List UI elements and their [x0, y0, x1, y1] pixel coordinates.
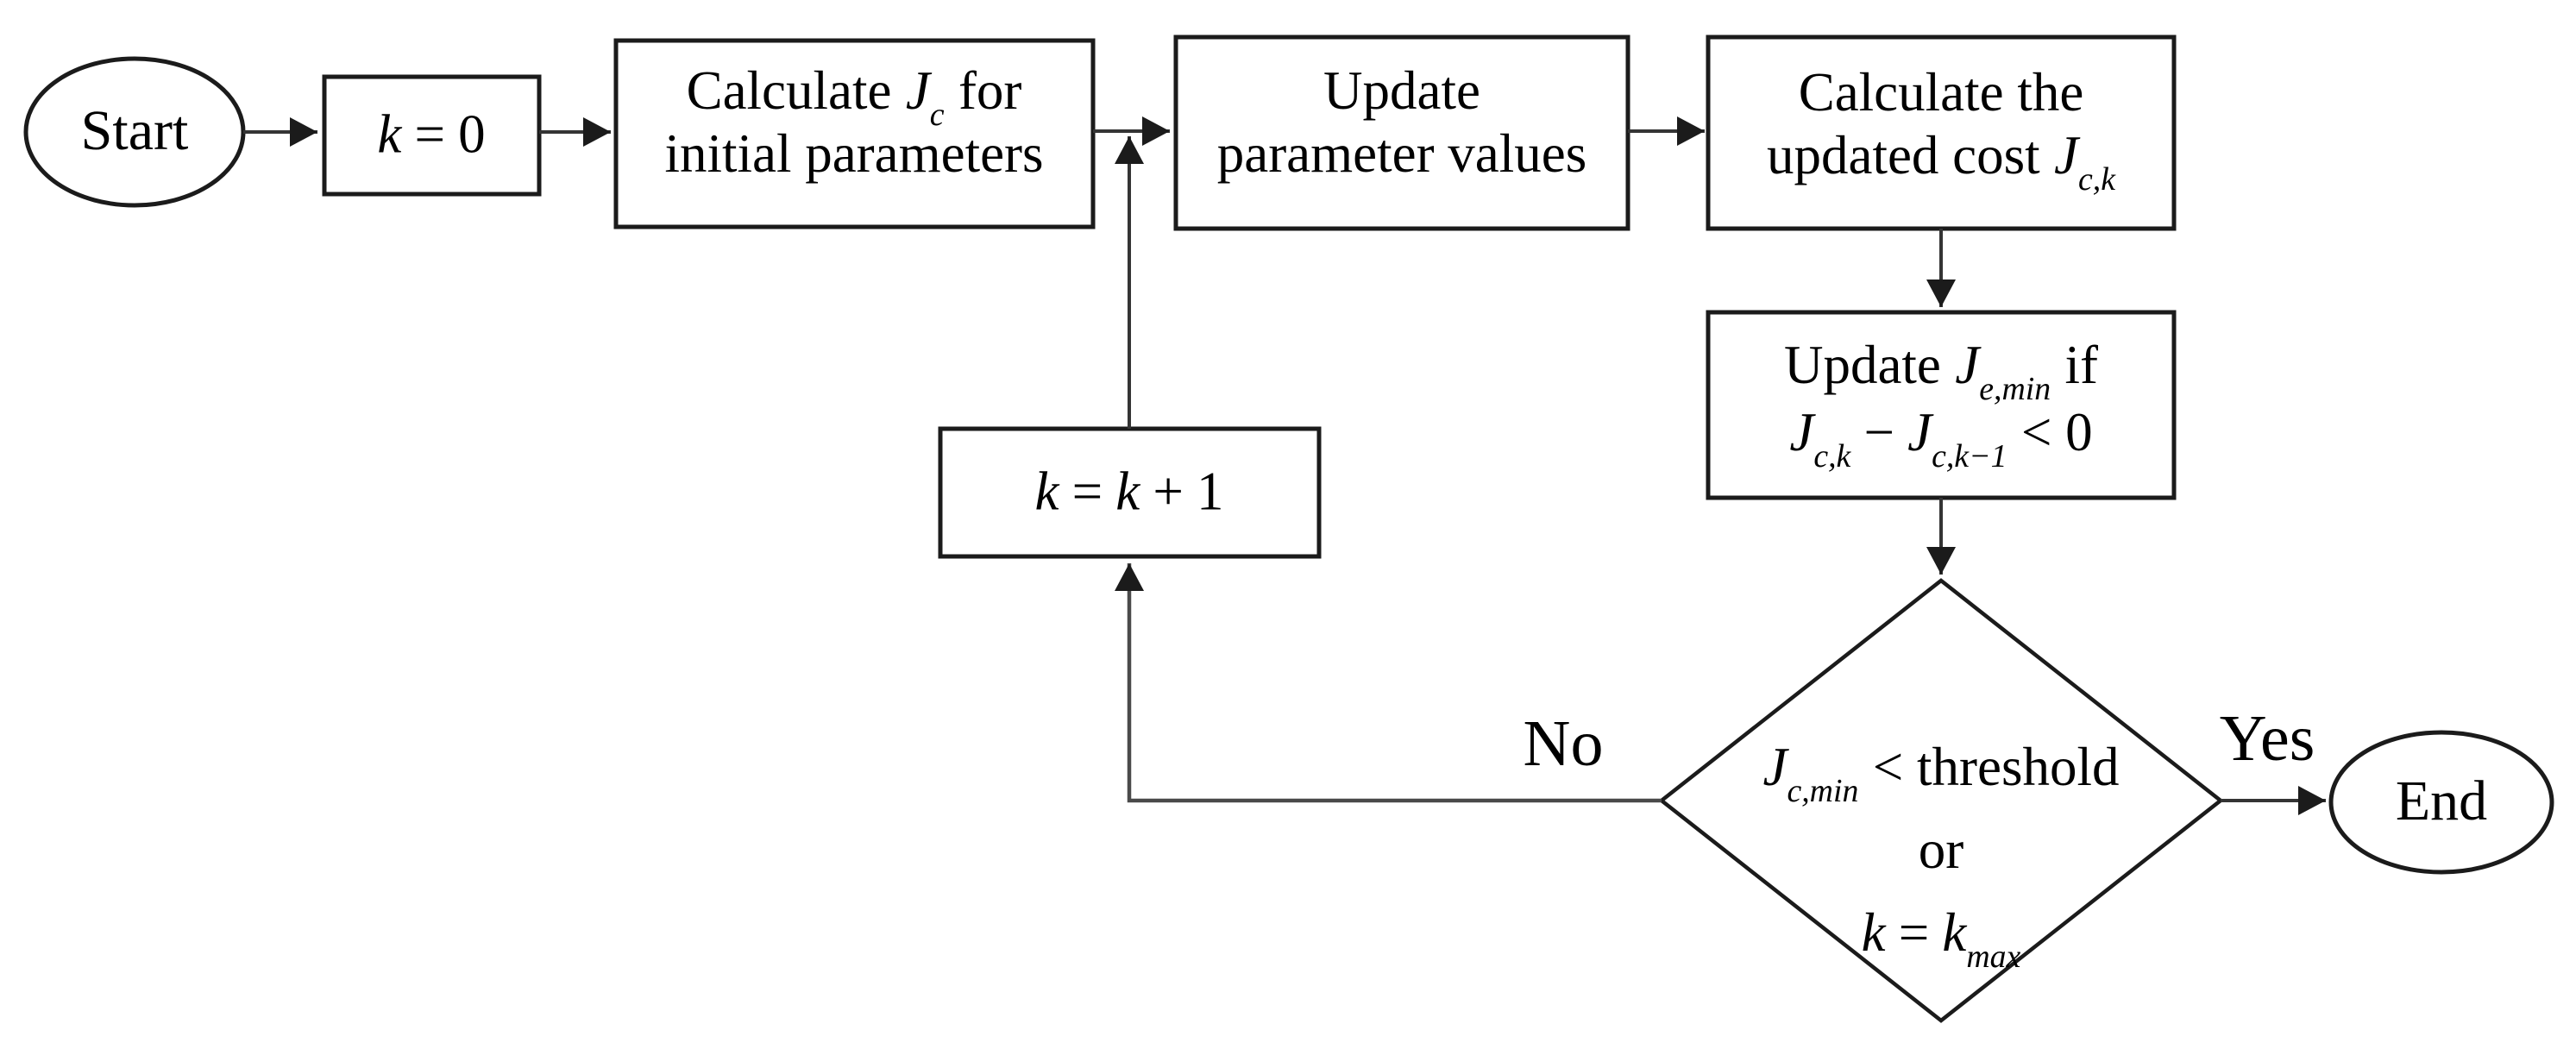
calc-cost-J-subscript: c,k	[2078, 161, 2116, 198]
calc-initial-text2: for	[958, 60, 1022, 121]
update-params-label: Update parameter values	[1217, 60, 1587, 185]
increment-one: 1	[1196, 461, 1224, 522]
increment-var2: k	[1115, 461, 1140, 522]
update-min-J-subscript: e,min	[1979, 371, 2051, 408]
decision-line1: Jc,min < threshold	[1762, 726, 2119, 808]
update-min-minus: −	[1863, 402, 1894, 462]
decision-k-var: k	[1861, 902, 1886, 963]
update-min-J: J	[1955, 335, 1980, 395]
yes-branch-label: Yes	[2219, 702, 2315, 775]
decision-equals: =	[1898, 902, 1930, 963]
decision-diamond-shape	[1658, 578, 2224, 1023]
calc-initial-line2: initial parameters	[664, 123, 1044, 184]
calc-initial-text1: Calculate	[686, 60, 892, 121]
increment-equals: =	[1071, 461, 1103, 522]
update-min-text2: if	[2064, 335, 2099, 395]
decision-label: Jc,min< threshold or k=kmax	[1762, 726, 2119, 974]
decision-J-subscript: c,min	[1787, 773, 1859, 810]
calc-cost-J: J	[2054, 125, 2078, 185]
process-box-calc-initial	[613, 38, 1096, 229]
decision-threshold-text: < threshold	[1872, 737, 2120, 797]
update-params-line1: Update	[1323, 60, 1480, 121]
process-box-init-k	[322, 74, 542, 197]
decision-line3: k=kmax	[1762, 891, 2119, 974]
process-box-update-params	[1173, 35, 1630, 231]
update-params-line2: parameter values	[1216, 123, 1587, 184]
calc-cost-line1: Calculate the	[1798, 62, 2084, 122]
update-min-J2-subscript: c,k−1	[1932, 438, 2007, 475]
process-box-increment-k	[938, 426, 1322, 559]
update-min-text1: Update	[1783, 335, 1941, 395]
start-label: Start	[80, 99, 189, 162]
end-terminator-shape	[2328, 730, 2554, 875]
calc-cost-text: updated cost	[1766, 125, 2040, 185]
update-min-J1: J	[1789, 402, 1814, 462]
increment-k-label: k=k+1	[1034, 461, 1224, 522]
decision-J: J	[1762, 737, 1787, 797]
connector-decision-no-to-increment	[1115, 563, 1662, 803]
end-label: End	[2395, 769, 2488, 832]
no-branch-label: No	[1523, 707, 1604, 780]
increment-var1: k	[1034, 461, 1059, 522]
init-k-equals: =	[414, 104, 445, 165]
update-min-J2: J	[1907, 402, 1932, 462]
init-k-var: k	[377, 104, 402, 165]
init-k-value: 0	[458, 104, 486, 165]
update-min-line2: Jc,k−Jc,k−1 < 0	[1784, 399, 2098, 473]
update-min-J1-subscript: c,k	[1813, 438, 1851, 475]
init-k-label: k=0	[377, 107, 485, 162]
update-min-comparison: < 0	[2020, 402, 2093, 462]
calc-initial-J: J	[905, 60, 930, 121]
calc-initial-J-subscript: c	[929, 97, 945, 134]
increment-plus: +	[1153, 461, 1184, 522]
decision-line2: or	[1918, 820, 1964, 880]
decision-kmax-var: k	[1942, 902, 1967, 963]
decision-kmax-subscript: max	[1966, 939, 2021, 976]
